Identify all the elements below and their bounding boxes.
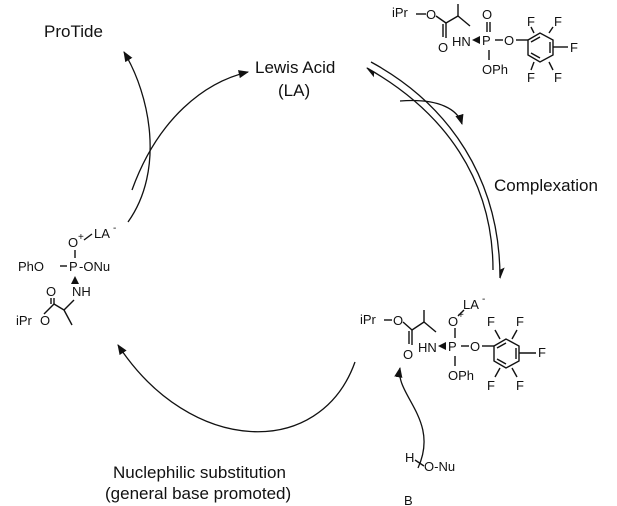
reagent-f3: F <box>570 40 578 55</box>
intermediate-onu: -ONu <box>79 259 110 274</box>
complex-la: LA <box>463 297 479 312</box>
nucleophile-structure: H O-Nu B <box>404 450 455 506</box>
intermediate-nh: NH <box>72 284 91 299</box>
reagent-o-link: O <box>504 33 514 48</box>
complex-o-link: O <box>470 339 480 354</box>
reagent-entry-arrow <box>399 99 464 125</box>
intermediate-la-minus: - <box>113 223 116 234</box>
arrow-to-protide <box>123 51 151 223</box>
complexation-label: Complexation <box>494 176 598 195</box>
intermediate-p: P <box>69 259 78 274</box>
intermediate-pho: PhO <box>18 259 44 274</box>
reagent-ipr: iPr <box>392 5 409 20</box>
reagent-hn: HN <box>452 34 471 49</box>
complex-ipr: iPr <box>360 312 377 327</box>
complex-f4: F <box>516 378 524 393</box>
complex-o-plus: O <box>448 314 458 329</box>
phosphonium-intermediate-structure: O + LA - PhO P -ONu NH O O iPr <box>16 223 116 328</box>
reagent-f1: F <box>527 14 535 29</box>
complex-f3: F <box>538 345 546 360</box>
complex-hn: HN <box>418 340 437 355</box>
complex-f2: F <box>516 314 524 329</box>
reagent-f4: F <box>554 70 562 85</box>
intermediate-o-carbonyl: O <box>46 284 56 299</box>
reagent-p: P <box>482 33 491 48</box>
complex-ring <box>493 338 520 369</box>
protide-label: ProTide <box>44 22 103 41</box>
complex-plus-charge: + <box>458 310 464 321</box>
lewis-acid-abbrev-label: (LA) <box>278 81 310 100</box>
nucleophile-onu: O-Nu <box>424 459 455 474</box>
intermediate-la: LA <box>94 226 110 241</box>
lewis-acid-complex-structure: iPr O O HN P O + LA - O OPh F F F F F <box>360 294 546 393</box>
general-base-label: (general base promoted) <box>105 484 291 503</box>
equilibrium-reverse-arrow <box>365 67 494 271</box>
nucleophile-base: B <box>404 493 413 506</box>
equilibrium-forward-arrow <box>370 61 505 280</box>
complex-f5: F <box>487 378 495 393</box>
lewis-acid-label: Lewis Acid <box>255 58 335 77</box>
intermediate-plus-charge: + <box>78 232 84 243</box>
intermediate-ipr: iPr <box>16 313 33 328</box>
reagent-ring <box>527 32 554 63</box>
complex-la-minus: - <box>482 294 485 305</box>
complex-f1: F <box>487 314 495 329</box>
nucleophile-h: H <box>405 450 414 465</box>
reagent-f2: F <box>554 14 562 29</box>
reagent-oph: OPh <box>482 62 508 77</box>
complex-oph: OPh <box>448 368 474 383</box>
intermediate-o-plus: O <box>68 235 78 250</box>
complex-p: P <box>448 339 457 354</box>
complex-o-carbonyl: O <box>403 347 413 362</box>
intermediate-o-link: O <box>40 313 50 328</box>
nucleophile-attack-arrow <box>394 366 425 469</box>
reagent-o-carbonyl: O <box>438 40 448 55</box>
complex-o-ester: O <box>393 313 403 328</box>
reagent-f5: F <box>527 70 535 85</box>
nucleophilic-substitution-label: Nuclephilic substitution <box>113 463 286 482</box>
reagent-structure: iPr O O HN P O O OPh F F F F F <box>392 4 578 85</box>
arrow-to-lewis-acid <box>131 70 250 191</box>
reagent-o-ester: O <box>426 7 436 22</box>
reagent-o-double: O <box>482 7 492 22</box>
arrow-to-intermediate <box>117 344 356 433</box>
